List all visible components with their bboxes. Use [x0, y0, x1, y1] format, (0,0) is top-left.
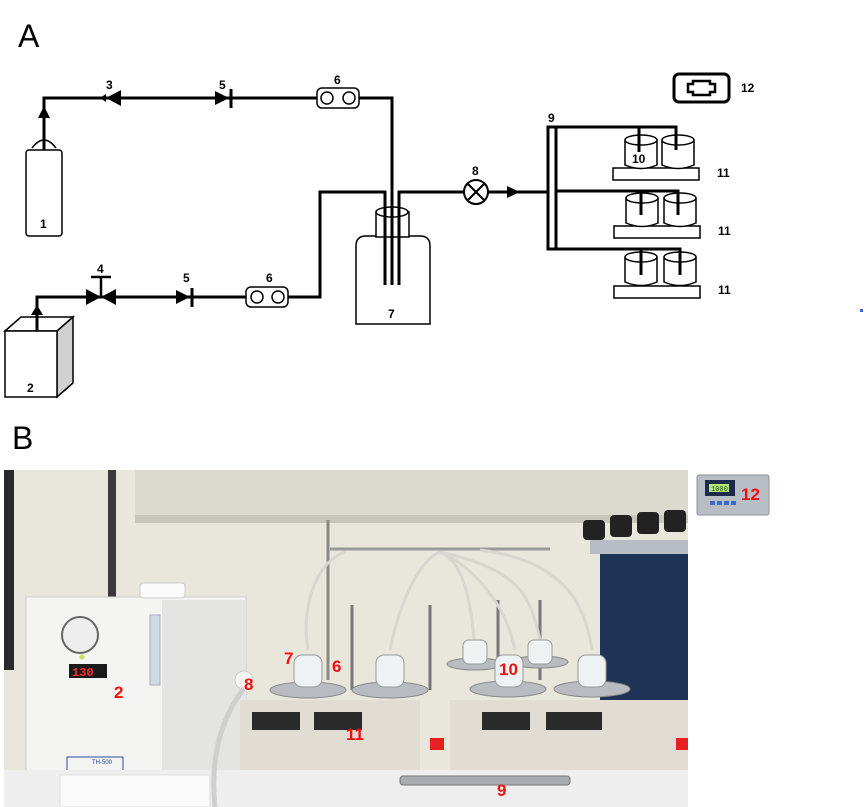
- label-6-bottom: 6: [266, 271, 273, 285]
- check-valve-icon: [100, 90, 121, 106]
- controller-photo: [696, 474, 770, 516]
- label-3: 3: [106, 78, 113, 92]
- label-11-row2: 11: [718, 224, 731, 238]
- stirrer-row-3: [613, 249, 701, 299]
- label-4: 4: [97, 262, 104, 276]
- photo-label-12: 12: [741, 485, 760, 504]
- photo-label-8: 8: [244, 675, 253, 694]
- stray-dot: [860, 309, 863, 312]
- stirrer-row-2: [613, 191, 701, 239]
- label-12: 12: [741, 81, 755, 95]
- label-11-row3: 11: [718, 283, 731, 297]
- photo-label-10: 10: [499, 660, 518, 679]
- mixing-bottle-icon: [355, 98, 431, 325]
- photo-label-2: 2: [114, 683, 123, 702]
- label-7: 7: [388, 307, 395, 321]
- label-6-top: 6: [334, 73, 341, 87]
- one-way-valve-icon: [215, 89, 233, 108]
- stirrer-row-1: [612, 127, 700, 181]
- culture-bottle-icon: [663, 198, 697, 228]
- cabinet: [600, 545, 688, 745]
- gas-generator-photo: [25, 596, 247, 786]
- photo-background: [4, 470, 688, 807]
- culture-bottle-icon: [661, 140, 695, 170]
- label-5-top: 5: [219, 78, 226, 92]
- stirrer-plate-icon: [613, 285, 701, 299]
- stirrer-unit-right: [450, 700, 688, 770]
- gas-cylinder-icon: [25, 106, 63, 237]
- stirrer-plate-icon: [612, 167, 700, 181]
- branch-1: [556, 125, 678, 150]
- panel-a-label: A: [18, 18, 40, 54]
- regulating-valve-icon: [86, 275, 116, 305]
- stirrer-unit-left: [240, 700, 420, 770]
- label-9: 9: [548, 111, 555, 125]
- branch-2: [556, 189, 680, 215]
- controller-icon: [672, 72, 731, 104]
- one-way-valve-icon: [176, 288, 194, 307]
- branch-3: [556, 247, 682, 275]
- photo-label-6: 6: [332, 657, 341, 676]
- label-1: 1: [40, 217, 47, 231]
- label-8: 8: [472, 164, 479, 178]
- manifold-icon: [546, 125, 558, 251]
- label-5-bottom: 5: [183, 271, 190, 285]
- valve-photo: [234, 670, 254, 690]
- bottle-photo: [293, 654, 323, 688]
- label-2: 2: [27, 381, 34, 395]
- pipe-bottom: [35, 190, 387, 330]
- manifold-photo: [399, 775, 571, 786]
- photo-label-11: 11: [346, 725, 364, 744]
- schematic-diagram: 1 2 3 5 6 4 5: [3, 72, 863, 399]
- panel-b-label: B: [12, 420, 34, 456]
- generator-display: 130: [72, 666, 94, 680]
- generator-model: TH-500: [92, 760, 113, 766]
- culture-bottle-icon: [624, 140, 658, 170]
- label-10: 10: [632, 152, 646, 166]
- photo-label-9: 9: [497, 781, 506, 800]
- flowmeter-icon: [316, 87, 360, 109]
- gas-valve-icon: [463, 179, 520, 205]
- pressure-gauge-icon: [61, 616, 99, 654]
- stirrer-plate-icon: [613, 225, 701, 239]
- flowmeter-icon: [245, 286, 289, 308]
- controller-display: 1000: [711, 486, 728, 494]
- label-11-row1: 11: [717, 166, 730, 180]
- photo-label-7: 7: [284, 649, 293, 668]
- gas-generator-icon: [3, 305, 75, 399]
